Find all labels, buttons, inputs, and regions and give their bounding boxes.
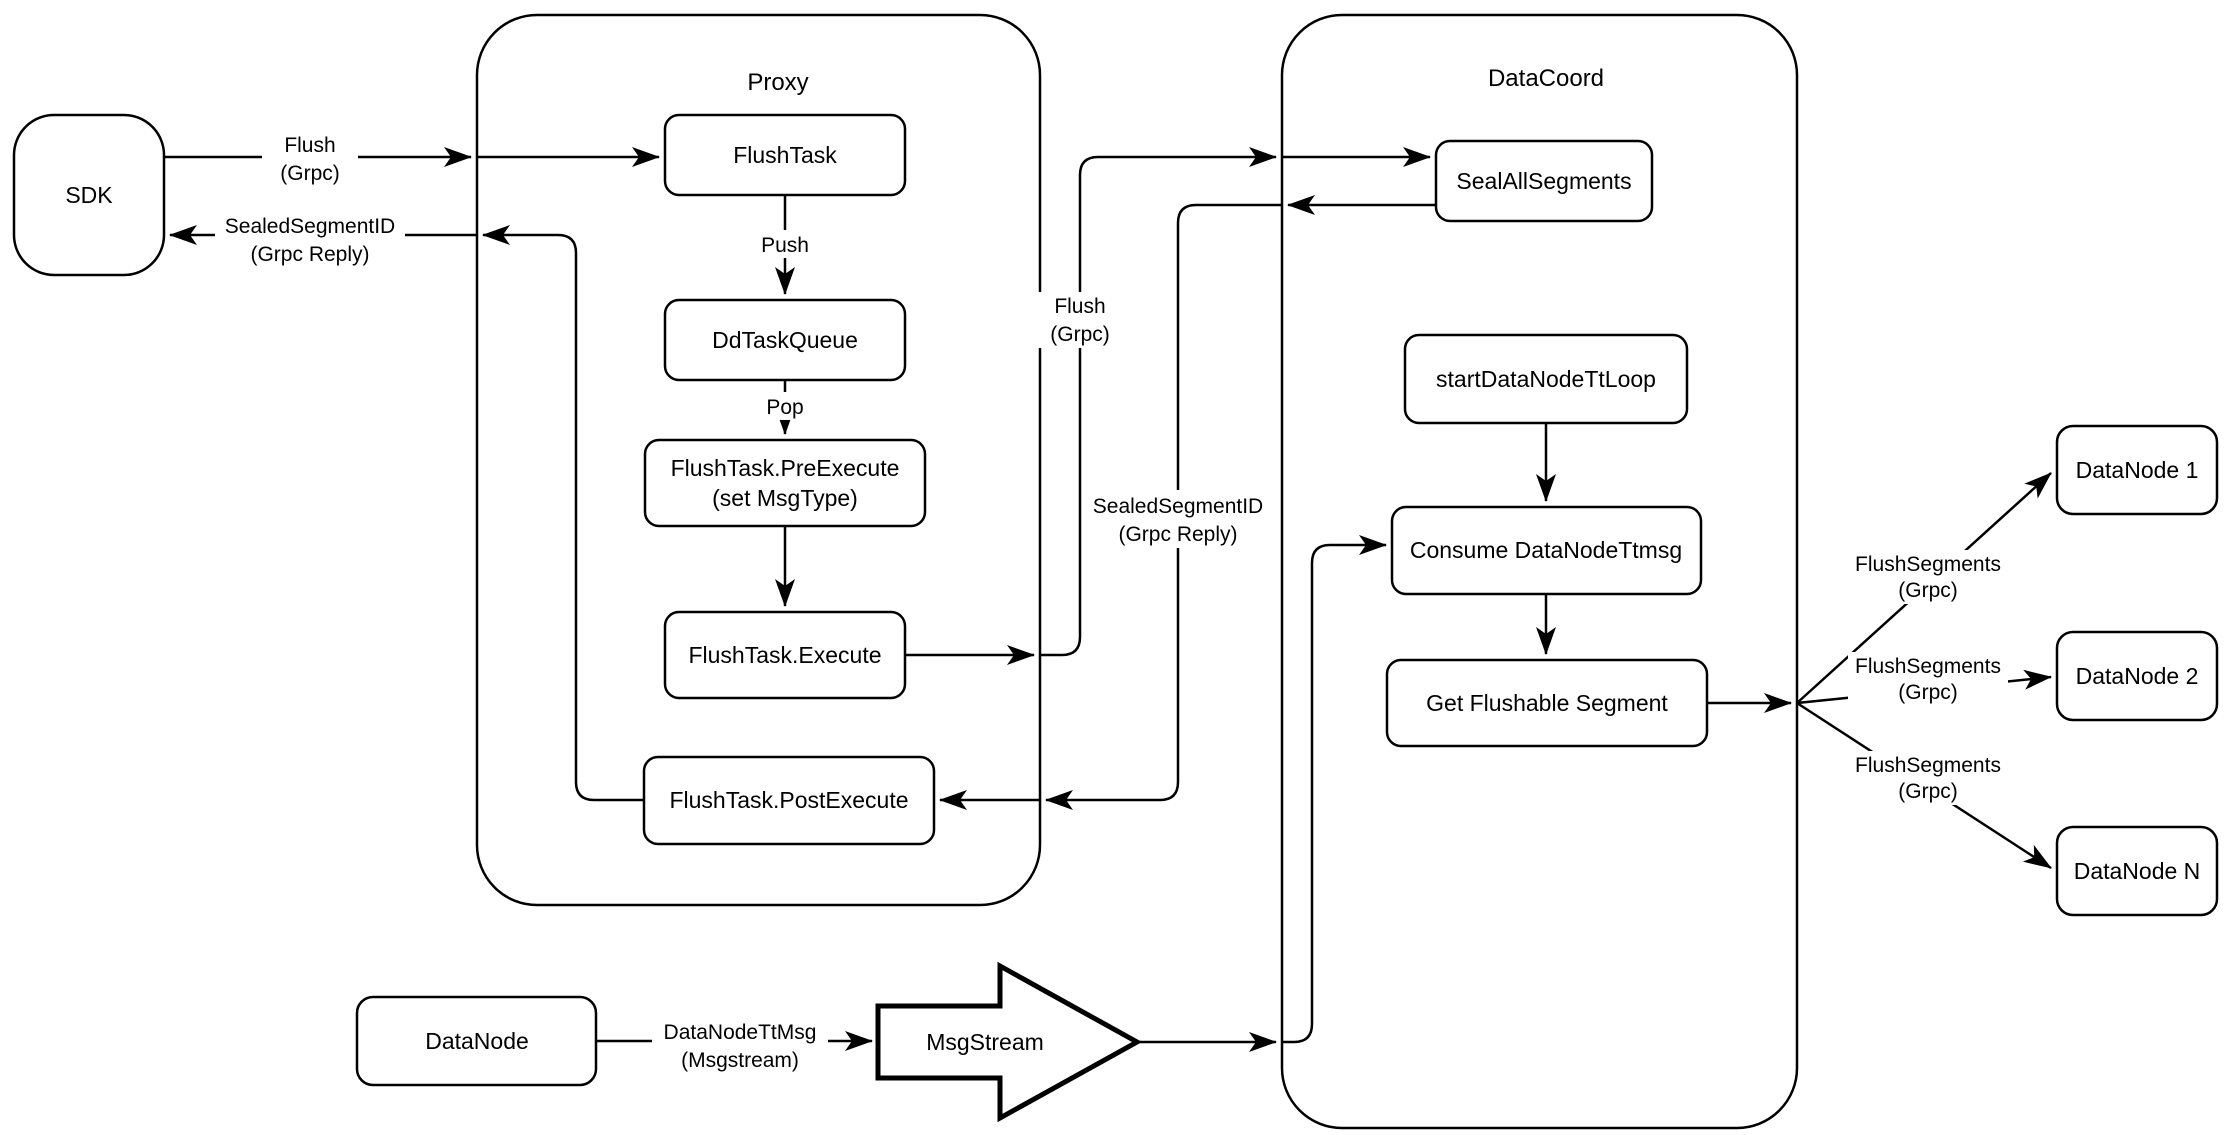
- node-sdk-box: [12, 113, 166, 277]
- edge-label-text: (Grpc): [1898, 579, 1958, 602]
- label-bg: [262, 130, 358, 186]
- node-datanoden-box: [2055, 825, 2219, 917]
- edge-label-text: Push: [761, 234, 809, 257]
- edge-label-sealed-mid: SealedSegmentID (Grpc Reply): [1083, 490, 1273, 548]
- node-datanode2-label: DataNode 2: [2076, 663, 2199, 689]
- edge-label-sealed-sdk: SealedSegmentID (Grpc Reply): [215, 212, 405, 268]
- node-getflushablesegment: Get Flushable Segment: [1385, 658, 1709, 748]
- edge-label-push: Push: [752, 230, 818, 258]
- node-sdk-label: SDK: [65, 182, 113, 208]
- node-msgstream-shape: [875, 961, 1143, 1123]
- edge-label-flush-mid: Flush (Grpc): [1032, 292, 1128, 348]
- node-getflushablesegment-box: [1385, 658, 1709, 748]
- node-execute: FlushTask.Execute: [663, 610, 907, 700]
- label-bg: [752, 230, 818, 258]
- edge-label-text: (Msgstream): [681, 1049, 799, 1072]
- node-postexecute-box: [642, 755, 936, 846]
- edge-label-text: Flush: [284, 134, 335, 157]
- datacoord-container-outline: [1280, 13, 1799, 1130]
- label-bg: [652, 1016, 828, 1074]
- node-sealallsegments-box: [1434, 139, 1654, 223]
- label-bg: [1032, 292, 1128, 348]
- node-msgstream-label: MsgStream: [926, 1029, 1044, 1055]
- node-ddtaskqueue-box: [663, 298, 907, 382]
- edge-label-text: FlushSegments: [1855, 754, 2001, 777]
- edge-label-text: FlushSegments: [1855, 655, 2001, 678]
- node-datanode1-box: [2055, 424, 2219, 516]
- node-preexecute-box: [643, 438, 927, 528]
- node-flushtask-label: FlushTask: [733, 142, 837, 168]
- node-consumedatanodettmsg-box: [1390, 505, 1703, 596]
- node-ddtaskqueue: DdTaskQueue: [663, 298, 907, 382]
- edge-label-text: (Grpc Reply): [1118, 523, 1237, 546]
- node-consumedatanodettmsg-label: Consume DataNodeTtmsg: [1410, 537, 1682, 563]
- node-execute-label: FlushTask.Execute: [688, 642, 881, 668]
- node-startdatanodettloop-box: [1403, 333, 1689, 425]
- node-datanode-label: DataNode: [425, 1028, 529, 1054]
- node-datanode2: DataNode 2: [2055, 630, 2219, 722]
- label-bg: [1848, 751, 2008, 805]
- node-flushtask: FlushTask: [663, 113, 907, 197]
- node-ddtaskqueue-label: DdTaskQueue: [712, 327, 858, 353]
- node-datanode1: DataNode 1: [2055, 424, 2219, 516]
- edge-label-text: SealedSegmentID: [1093, 495, 1263, 518]
- datacoord-container-title: DataCoord: [1488, 65, 1604, 92]
- node-sealallsegments-label: SealAllSegments: [1456, 168, 1631, 194]
- node-startdatanodettloop: startDataNodeTtLoop: [1403, 333, 1689, 425]
- edge-label-flushsegments-3: FlushSegments (Grpc): [1848, 751, 2008, 805]
- edge-label-text: SealedSegmentID: [225, 215, 395, 238]
- node-datanoden-label: DataNode N: [2074, 858, 2201, 884]
- node-sealallsegments: SealAllSegments: [1434, 139, 1654, 223]
- datacoord-container: DataCoord: [1280, 13, 1799, 1130]
- node-datanode: DataNode: [355, 995, 598, 1087]
- edge-label-text: FlushSegments: [1855, 553, 2001, 576]
- edge-postexecute-to-proxy-edge: [482, 225, 644, 802]
- edge-label-flushsegments-2: FlushSegments (Grpc): [1848, 652, 2008, 706]
- edge-label-text: DataNodeTtMsg: [664, 1021, 817, 1044]
- node-getflushablesegment-label: Get Flushable Segment: [1426, 690, 1668, 716]
- label-bg: [1083, 490, 1273, 548]
- node-preexecute: FlushTask.PreExecute (set MsgType): [643, 438, 927, 528]
- node-flushtask-box: [663, 113, 907, 197]
- proxy-container: Proxy: [475, 13, 1042, 907]
- node-preexecute-label1: FlushTask.PreExecute: [671, 455, 900, 481]
- label-bg: [1848, 550, 2008, 604]
- label-bg: [758, 392, 812, 420]
- edge-flush-riser-to-datacoord-edge: [1040, 147, 1277, 657]
- node-datanode-box: [355, 995, 598, 1087]
- edge-label-text: Flush: [1054, 295, 1105, 318]
- edge-label-flush-sdk: Flush (Grpc): [262, 130, 358, 186]
- proxy-container-outline: [475, 13, 1042, 907]
- node-execute-box: [663, 610, 907, 700]
- proxy-container-title: Proxy: [747, 69, 808, 96]
- label-bg: [215, 212, 405, 268]
- node-msgstream: MsgStream: [875, 961, 1143, 1123]
- node-postexecute-label: FlushTask.PostExecute: [669, 787, 908, 813]
- node-datanode1-label: DataNode 1: [2076, 457, 2199, 483]
- edge-label-text: Pop: [766, 396, 803, 419]
- node-consumedatanodettmsg: Consume DataNodeTtmsg: [1390, 505, 1703, 596]
- edge-label-text: (Grpc): [280, 162, 340, 185]
- node-sdk: SDK: [12, 113, 166, 277]
- edge-msgstream-riser-to-consume: [1282, 535, 1387, 1044]
- node-datanode2-box: [2055, 630, 2219, 722]
- edge-label-pop: Pop: [758, 392, 812, 420]
- edge-label-text: (Grpc): [1050, 323, 1110, 346]
- node-datanoden: DataNode N: [2055, 825, 2219, 917]
- edge-label-flushsegments-1: FlushSegments (Grpc): [1848, 550, 2008, 604]
- node-preexecute-label2: (set MsgType): [712, 485, 858, 511]
- edge-label-text: (Grpc): [1898, 681, 1958, 704]
- node-postexecute: FlushTask.PostExecute: [642, 755, 936, 846]
- edge-label-text: (Grpc Reply): [250, 243, 369, 266]
- edge-label-text: (Grpc): [1898, 780, 1958, 803]
- node-startdatanodettloop-label: startDataNodeTtLoop: [1436, 366, 1656, 392]
- edge-label-datanodettmsg: DataNodeTtMsg (Msgstream): [652, 1016, 828, 1074]
- label-bg: [1848, 652, 2008, 706]
